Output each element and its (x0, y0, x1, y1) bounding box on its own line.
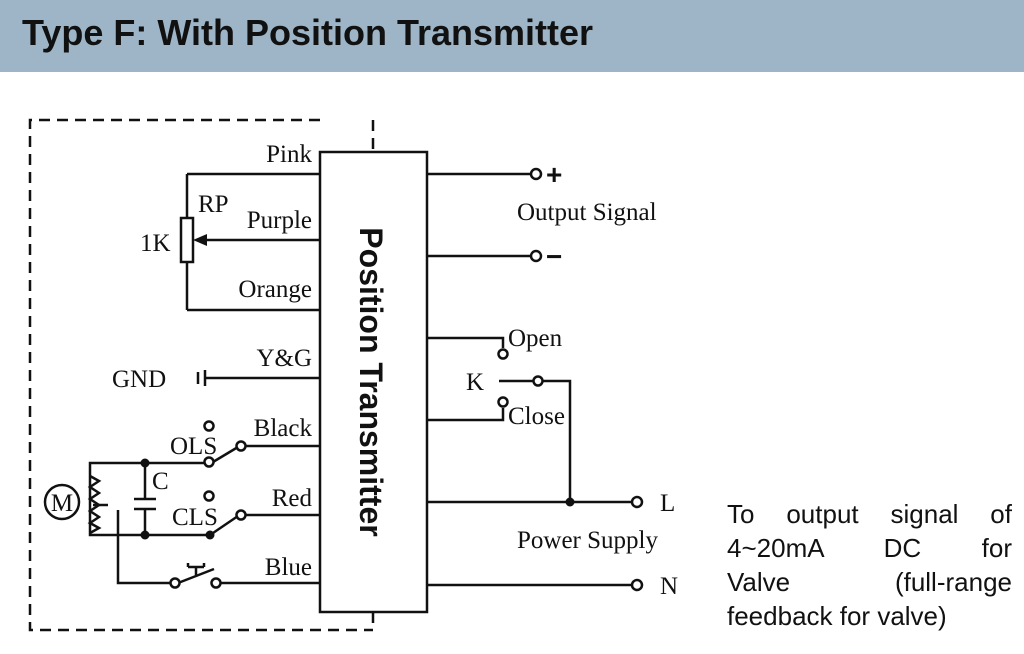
transmitter-label: Position Transmitter (353, 227, 389, 536)
label-gnd: GND (112, 366, 166, 393)
potentiometer-rp (179, 216, 195, 264)
note-line: feedback for valve) (727, 601, 947, 631)
terminal-minus (529, 249, 543, 263)
label-output-signal: Output Signal (517, 199, 657, 226)
label-cls: CLS (172, 504, 218, 531)
dashed-enclosure (28, 118, 373, 632)
position-transmitter-box (318, 150, 429, 614)
note-line: 4~20mA DC for (727, 533, 1012, 563)
output-signal-note: To output signal of 4~20mA DC for Valve … (727, 497, 1012, 633)
label-close: Close (508, 403, 565, 430)
label-ols: OLS (170, 433, 217, 460)
label-black: Black (254, 415, 313, 442)
label-yg: Y&G (256, 345, 312, 372)
label-n: N (660, 573, 678, 600)
label-plus: + (546, 159, 562, 190)
label-cap: C (152, 468, 169, 495)
wire-k-open (427, 336, 505, 348)
label-k: K (466, 369, 484, 396)
push-button (177, 567, 215, 585)
label-orange: Orange (238, 276, 312, 303)
label-red: Red (272, 485, 313, 512)
note-line: To output signal of (727, 499, 1012, 529)
cls-switch-arm (212, 514, 239, 535)
header-bar: Type F: With Position Transmitter (0, 0, 1024, 72)
note-line: Valve (full-range (727, 567, 1012, 597)
label-motor: M (51, 490, 73, 517)
label-open: Open (508, 325, 563, 352)
terminal-l (630, 495, 644, 509)
terminal-plus (529, 167, 543, 181)
motor-m (43, 483, 81, 521)
label-rp: RP (198, 191, 229, 218)
page-title: Type F: With Position Transmitter (22, 12, 594, 53)
label-l: L (660, 490, 675, 517)
terminal-n (630, 578, 644, 592)
label-power-supply: Power Supply (517, 527, 658, 554)
label-blue: Blue (265, 554, 312, 581)
label-purple: Purple (247, 207, 312, 234)
wire-k-close (427, 408, 505, 422)
label-pink: Pink (266, 141, 312, 168)
ols-switch-arm (212, 445, 239, 464)
label-1k: 1K (140, 230, 171, 257)
label-minus: − (546, 241, 562, 272)
wiper-arrow (193, 234, 207, 246)
